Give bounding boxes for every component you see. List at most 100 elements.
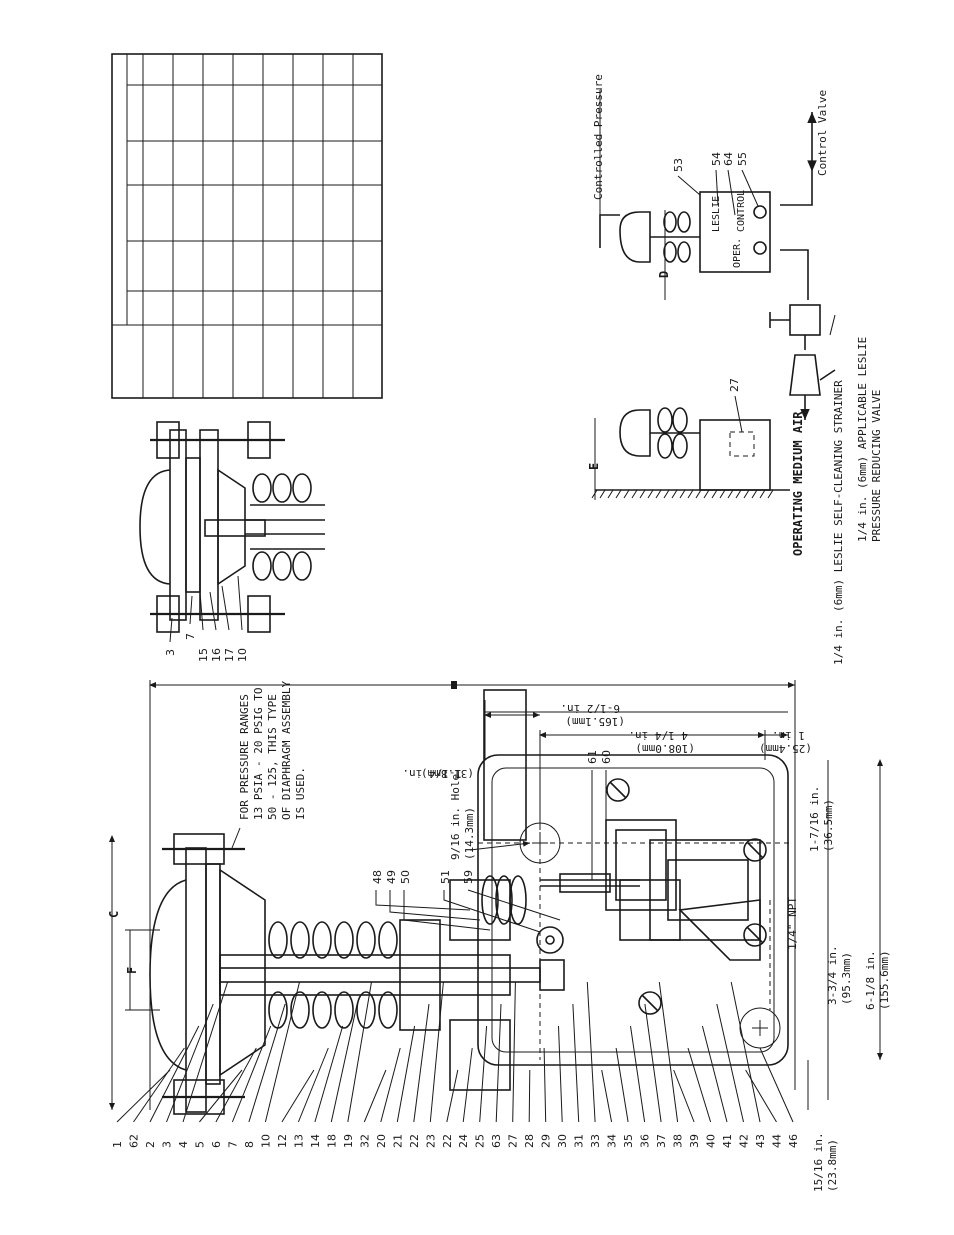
callout-40: 40 [705, 1134, 718, 1148]
svg-text:15/16 in.: 15/16 in. [812, 1132, 825, 1192]
callout-leader [658, 981, 679, 1123]
callout-2: 2 [144, 1141, 157, 1148]
callout-22: 22 [441, 1134, 454, 1148]
callout-leader [429, 981, 444, 1123]
dim-d-label: D [657, 271, 671, 278]
callout-21: 21 [391, 1134, 404, 1148]
callout-leader [199, 1069, 243, 1123]
svg-text:1/4" NPT: 1/4" NPT [786, 897, 799, 950]
callout-10: 10 [259, 1134, 272, 1148]
callout-4: 4 [177, 1141, 190, 1148]
callout-29: 29 [540, 1134, 553, 1148]
callout-leader [446, 1069, 459, 1123]
svg-text:OPER.: OPER. [732, 238, 743, 268]
svg-text:60: 60 [600, 750, 613, 764]
callout-27: 27 [728, 378, 741, 392]
svg-text:(14.3mm): (14.3mm) [463, 807, 476, 860]
callout-leader [330, 1003, 358, 1123]
callout-30: 30 [556, 1134, 569, 1148]
callout-62: 62 [128, 1134, 141, 1148]
svg-text:(25.4mm): (25.4mm) [759, 742, 812, 755]
callout-leader [759, 1047, 794, 1123]
callout-63: 63 [490, 1134, 503, 1148]
callout-15: 15 [197, 648, 210, 662]
callout-leader [264, 981, 300, 1123]
callout-leader [314, 1025, 344, 1123]
callout-leader [396, 1025, 416, 1123]
callout-leader [413, 1003, 430, 1123]
callout-38: 38 [672, 1134, 685, 1148]
valve-cross-section: C F FOR PRESSURE RANGES 13 PSIA - 20 PSI… [107, 680, 891, 1192]
pressure-range-note: FOR PRESSURE RANGES 13 PSIA - 20 PSIG TO… [238, 681, 307, 820]
svg-text:50 - 125, THIS TYPE: 50 - 125, THIS TYPE [266, 694, 279, 820]
callout-leader [512, 981, 516, 1123]
svg-text:(31.8mm): (31.8mm) [421, 767, 474, 780]
installation-schematic: 27 E D LESLIE OPER. CONTROL 53 54 64 55 [587, 74, 883, 665]
callout-41: 41 [721, 1134, 734, 1148]
callout-22: 22 [408, 1134, 421, 1148]
svg-text:49: 49 [385, 870, 398, 884]
callout-leader [215, 1047, 257, 1123]
right-dimension-labels: 1-7/16 in. (36.5mm) 15/16 in. (23.8mm) 3… [786, 786, 891, 1192]
callout-1: 1 [111, 1141, 124, 1148]
hole-note: 9/16 in. Hole [449, 774, 462, 860]
callout-leader [149, 1025, 200, 1123]
reducing-valve-label-1: 1/4 in. (6mm) APPLICABLE LESLIE [856, 337, 869, 542]
callout-24: 24 [457, 1134, 470, 1148]
callout-leader [730, 981, 761, 1123]
diaphragm-detail-view: 3 7 15 16 17 10 [139, 421, 325, 662]
svg-text:1-7/16 in.: 1-7/16 in. [808, 786, 821, 852]
svg-text:1-1/4 in.: 1-1/4 in. [402, 767, 462, 780]
callout-leader [297, 1047, 329, 1123]
svg-text:(108.0mm): (108.0mm) [635, 742, 695, 755]
callout-5: 5 [193, 1141, 206, 1148]
callout-leader [644, 1003, 662, 1123]
callout-leader [248, 1003, 286, 1123]
callout-leader [615, 1047, 629, 1123]
callout-leader [495, 1003, 502, 1123]
svg-text:53: 53 [672, 158, 685, 172]
control-valve-label: Control Valve [816, 90, 829, 176]
svg-text:50: 50 [399, 870, 412, 884]
callout-31: 31 [573, 1134, 586, 1148]
svg-text:54: 54 [710, 152, 723, 166]
callout-42: 42 [738, 1134, 751, 1148]
callout-leader [231, 1025, 272, 1123]
callout-14: 14 [309, 1134, 322, 1148]
callout-39: 39 [688, 1134, 701, 1148]
svg-text:55: 55 [736, 152, 749, 166]
schematic-callouts: 53 54 64 55 [672, 152, 749, 172]
callout-8: 8 [243, 1141, 256, 1148]
callout-18: 18 [325, 1134, 338, 1148]
controlled-pressure-label: Controlled Pressure [592, 74, 605, 200]
callout-leader [347, 981, 372, 1123]
dim-f-label: F [125, 967, 139, 974]
callout-leader [116, 1069, 171, 1123]
callout-12: 12 [276, 1134, 289, 1148]
svg-text:1 in.: 1 in. [772, 729, 805, 742]
callout-34: 34 [606, 1134, 619, 1148]
svg-text:LESLIE: LESLIE [711, 196, 722, 232]
callout-23: 23 [424, 1134, 437, 1148]
callout-33: 33 [589, 1134, 602, 1148]
svg-text:(95.3mm): (95.3mm) [840, 952, 853, 1005]
callout-leader [630, 1025, 646, 1123]
svg-text:51: 51 [439, 870, 452, 884]
detail-callouts: 3 7 15 16 17 10 [164, 633, 249, 662]
callout-leader [745, 1069, 777, 1123]
callout-leader [528, 1069, 531, 1123]
callout-27: 27 [507, 1134, 520, 1148]
callout-leader [479, 1025, 488, 1123]
svg-text:IS USED.: IS USED. [294, 767, 307, 820]
dim-c-label: C [107, 911, 121, 918]
svg-text:6-1/8 in.: 6-1/8 in. [864, 950, 877, 1010]
callout-25: 25 [474, 1134, 487, 1148]
callout-leader [363, 1069, 387, 1123]
svg-text:13 PSIA - 20 PSIG TO: 13 PSIA - 20 PSIG TO [252, 688, 265, 820]
svg-text:3-3/4 in.: 3-3/4 in. [826, 945, 839, 1005]
callout-46: 46 [787, 1134, 800, 1148]
callout-leader [543, 1047, 547, 1123]
